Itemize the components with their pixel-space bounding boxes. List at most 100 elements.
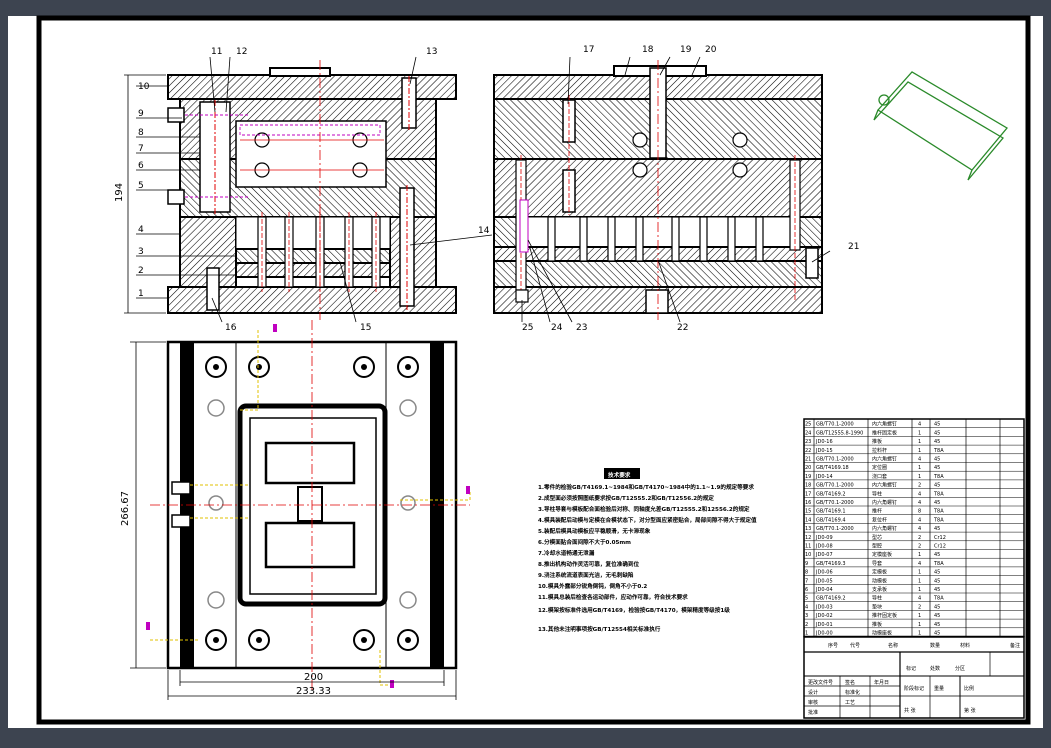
bom-cell: 45 — [934, 613, 940, 619]
drawing-border — [36, 15, 1031, 725]
bom-cell: 推杆固定板 — [872, 429, 897, 436]
part-label: 3 — [138, 247, 144, 257]
bom-cell: 推杆固定板 — [872, 612, 897, 619]
bom-cell: 定模板 — [872, 569, 887, 576]
bom-cell: 3 — [805, 613, 808, 619]
bom-cell: 18 — [805, 483, 811, 489]
tb-label: 标准化 — [845, 689, 860, 696]
bom-cell: T8A — [933, 596, 944, 602]
tb-label: 分区 — [955, 665, 965, 672]
bom-cell: 45 — [934, 604, 940, 610]
part-label: 5 — [138, 181, 144, 191]
bom-cell: GB/T4169.4 — [816, 517, 846, 523]
part-label: 20 — [705, 45, 717, 55]
bom-cell: T8A — [933, 561, 944, 567]
bom-cell: 浇口套 — [872, 473, 887, 480]
bom-cell: 45 — [934, 430, 940, 436]
dimension-plate-height: 266.67 — [120, 491, 131, 526]
bom-cell: 导柱 — [872, 490, 882, 497]
bom-cell: 6 — [805, 587, 808, 593]
bom-cell: 45 — [934, 622, 940, 628]
part-label: 10 — [138, 82, 150, 92]
bom-cell: 2 — [805, 622, 808, 628]
bom-cell: JD0-06 — [815, 570, 833, 576]
bom-cell: 5 — [805, 596, 808, 602]
part-label: 24 — [551, 323, 563, 333]
bom-cell: 4 — [918, 526, 921, 532]
part-label: 15 — [360, 323, 371, 333]
bom-cell: 1 — [918, 439, 921, 445]
bom-cell: 1 — [918, 430, 921, 436]
note-line: 13.其他未注明事项按GB/T12554相关标准执行 — [538, 625, 661, 633]
part-label: 17 — [583, 45, 594, 55]
bom-cell: 20 — [805, 465, 811, 471]
note-line: 2.成型面必须按照图纸要求按GB/T12555.2和GB/T12556.2的规定 — [538, 494, 714, 502]
part-label: 21 — [848, 242, 859, 252]
bom-cell: 1 — [918, 474, 921, 480]
note-line: 1.零件的检验GB/T4169.1~1984和GB/T4170~1984中的1.… — [538, 483, 754, 491]
right-section-view — [493, 60, 823, 320]
tb-label: 标记 — [906, 665, 916, 672]
part-label: 16 — [225, 323, 237, 333]
bom-cell: 内六角螺钉 — [872, 456, 897, 463]
bom-cell: 14 — [805, 517, 811, 523]
bom-cell: 1 — [918, 570, 921, 576]
bom-cell: 内六角螺钉 — [872, 499, 897, 506]
bom-cell: 45 — [934, 422, 940, 428]
bom-cell: 动模板 — [872, 577, 887, 584]
bom-cell: 24 — [805, 430, 811, 436]
bom-cell: 1 — [918, 613, 921, 619]
part-label: 23 — [576, 323, 587, 333]
bom-cell: 45 — [934, 457, 940, 463]
part-label: 2 — [138, 266, 144, 276]
bom-cell: 2 — [918, 535, 921, 541]
bom-cell: T8A — [933, 509, 944, 515]
bom-cell: 1 — [918, 587, 921, 593]
leader-lines — [136, 56, 831, 323]
bom-cell: 45 — [934, 526, 940, 532]
part-label: 4 — [138, 225, 144, 235]
bom-cell: JD0-03 — [815, 604, 833, 610]
bom-cell: JD0-07 — [815, 552, 833, 558]
tb-label: 年月日 — [874, 679, 889, 686]
bom-cell: 15 — [805, 509, 811, 515]
part-label: 7 — [138, 144, 144, 154]
notes-title: 技术要求 — [608, 471, 631, 479]
part-label: 13 — [426, 47, 437, 57]
tb-header: 名称 — [888, 642, 898, 649]
tb-label: 更改文件号 — [808, 679, 833, 686]
part-label: 22 — [677, 323, 688, 333]
note-line: 8.推出机构动作灵活可靠，复位准确到位 — [538, 560, 640, 568]
bom-cell: JD0-02 — [815, 613, 833, 619]
bom-cell: 11 — [805, 544, 811, 550]
tb-label: 比例 — [964, 685, 974, 692]
bom-cell: 22 — [805, 448, 811, 454]
title-block — [803, 636, 1025, 719]
bom-cell: JD0-05 — [815, 578, 833, 584]
bom-cell: 1 — [918, 622, 921, 628]
bom-cell: JD0-04 — [815, 587, 833, 593]
bom-cell: GB/T4169.18 — [816, 465, 849, 471]
bom-cell: 导套 — [872, 560, 882, 567]
tb-label: 设计 — [808, 689, 818, 696]
bom-cell: 定模座板 — [872, 551, 892, 558]
bom-cell: 2 — [918, 483, 921, 489]
bom-cell: JD0-14 — [815, 474, 833, 480]
bom-cell: 45 — [934, 587, 940, 593]
bom-cell: GB/T4169.2 — [816, 491, 846, 497]
bom-cell: 10 — [805, 552, 811, 558]
bom-cell: 1 — [918, 465, 921, 471]
bom-cell: 支承板 — [872, 586, 887, 593]
tb-label: 工艺 — [845, 700, 855, 706]
bom-cell: 导柱 — [872, 595, 882, 602]
bom-cell: GB/T70.1-2000 — [816, 500, 854, 506]
part-label: 1 — [138, 289, 144, 299]
part-label: 19 — [680, 45, 692, 55]
note-line: 4.模具装配后动模与定模在合模状态下，对分型面应紧密贴合，局部间隙不得大于规定值 — [538, 516, 757, 524]
bom-cell: 4 — [918, 457, 921, 463]
dimension-outer-width: 233.33 — [296, 686, 331, 697]
bom-cell: 45 — [934, 439, 940, 445]
tb-header: 序号 — [828, 642, 838, 649]
left-section-view — [167, 60, 457, 320]
isometric-view — [873, 71, 1008, 181]
